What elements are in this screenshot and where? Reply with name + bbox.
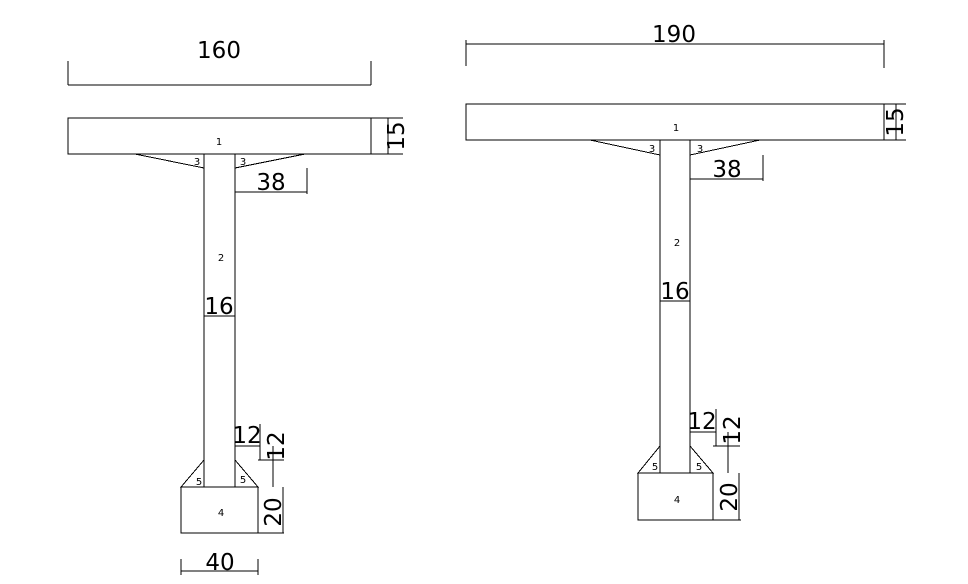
left-haunch-width-dimension: 38 [235, 168, 308, 196]
left-flange-width-label: 160 [197, 38, 241, 64]
right-haunch-width-label: 38 [712, 157, 741, 183]
right-flange-part-label: 1 [673, 123, 679, 134]
right-bottom-haunch-dimension: 12 [687, 409, 717, 446]
left-bottom-bulb [180, 486, 259, 534]
left-bulb-height-label: 20 [261, 497, 287, 526]
right-bulb-height-dimension: 20 [713, 473, 743, 521]
left-bottom-haunch-height-label: 12 [264, 431, 290, 460]
right-bulb-part-label: 4 [674, 495, 680, 506]
left-bulb-width-dimension: 40 [180, 550, 259, 576]
left-flange-part-label: 1 [216, 137, 222, 148]
left-bottom-haunch-right [234, 459, 260, 488]
right-flange-thickness-dimension: 15 [883, 103, 909, 141]
left-haunch-left-label: 3 [194, 157, 200, 168]
right-web-width-dimension: 16 [660, 279, 690, 305]
left-section: 160 1 15 3 3 38 2 16 [67, 38, 410, 576]
left-bulb-part-label: 4 [218, 508, 224, 519]
right-haunch-width-dimension: 38 [690, 155, 764, 183]
right-bottom-haunch-right-label: 5 [696, 462, 702, 473]
right-haunch-left-label: 3 [649, 144, 655, 155]
right-top-flange [465, 103, 885, 141]
right-flange-thickness-label: 15 [883, 107, 909, 136]
left-bottom-haunch-label: 12 [232, 423, 261, 449]
left-bottom-haunch-right-label: 5 [240, 475, 246, 486]
right-web [659, 139, 691, 474]
left-flange-width-dimension: 160 [67, 38, 372, 86]
left-web-width-dimension: 16 [204, 294, 235, 320]
right-web-width-label: 16 [660, 279, 689, 305]
right-bottom-haunch-left-label: 5 [652, 462, 658, 473]
left-bottom-haunch-dimension: 12 [232, 423, 262, 460]
left-bottom-haunch-left-label: 5 [196, 477, 202, 488]
left-haunch-right-label: 3 [240, 157, 246, 168]
left-flange-thickness-label: 15 [384, 121, 410, 150]
right-flange-width-label: 190 [652, 22, 696, 48]
left-bulb-height-dimension: 20 [258, 487, 287, 534]
right-bottom-haunch-height-label: 12 [720, 415, 746, 444]
left-haunch-width-label: 38 [256, 170, 285, 196]
right-flange-width-dimension: 190 [465, 22, 885, 68]
right-bottom-bulb [637, 472, 714, 521]
right-bulb-height-label: 20 [717, 482, 743, 511]
right-bottom-haunch-height-dimension: 12 [713, 415, 746, 473]
right-bottom-haunch-label: 12 [687, 409, 716, 435]
right-section: 190 1 15 3 3 38 2 16 [465, 22, 909, 521]
left-web-part-label: 2 [218, 253, 224, 264]
left-top-flange [67, 117, 372, 155]
left-web-width-label: 16 [204, 294, 233, 320]
left-bulb-width-label: 40 [205, 550, 234, 576]
right-haunch-right-label: 3 [697, 144, 703, 155]
left-bottom-haunch-height-dimension: 12 [258, 431, 290, 487]
left-flange-thickness-dimension: 15 [371, 117, 410, 155]
left-web [203, 153, 236, 488]
right-web-part-label: 2 [674, 238, 680, 249]
